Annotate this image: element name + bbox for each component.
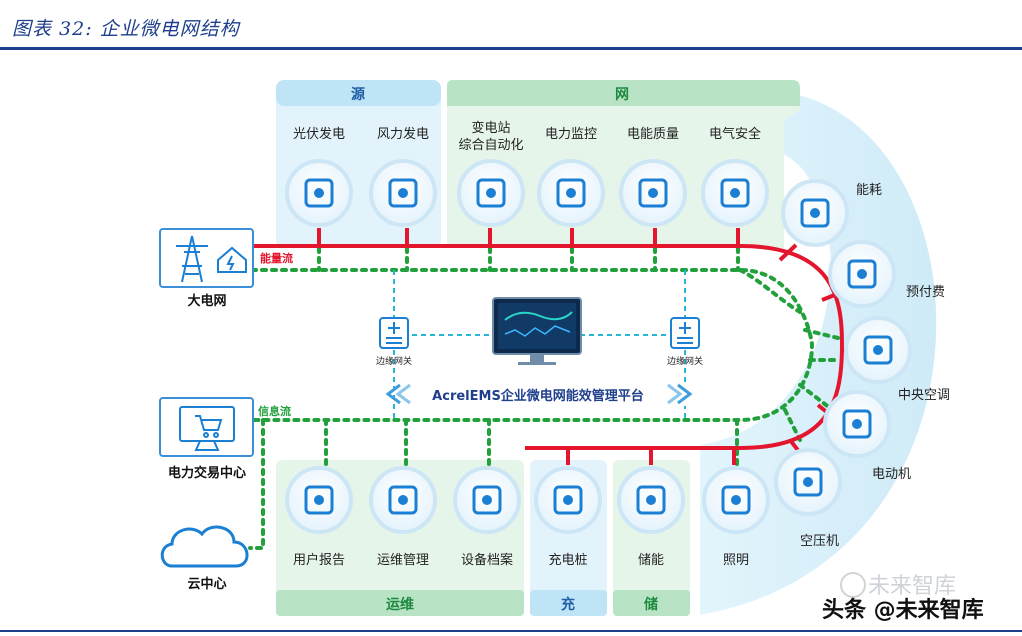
om-management-icon [388, 485, 418, 515]
prepaid-icon-dot [857, 269, 867, 279]
energy-flow-network [252, 228, 858, 465]
charging-pile-icon [553, 485, 583, 515]
gateway-links [393, 270, 686, 420]
energy-consumption-icon-dot [810, 208, 820, 218]
power-monitor-icon [556, 178, 586, 208]
info-flow-network [248, 246, 840, 550]
section-storage-label: 储 [643, 596, 658, 613]
figure-title: 图表 32: 企业微电网结构 [12, 18, 240, 40]
wind-turbine-icon-dot [398, 188, 408, 198]
node-substation-label-2: 综合自动化 [458, 138, 523, 153]
pv-icon-dot [314, 188, 324, 198]
electrical-safety-icon-dot [730, 188, 740, 198]
charging-pile-icon-dot [563, 495, 573, 505]
shopping-cart-icon [195, 415, 223, 438]
top-divider [0, 47, 1022, 50]
watermark-upper: 头条 @未来智库 [822, 598, 984, 623]
motor-icon-dot [852, 419, 862, 429]
section-charge-label: 充 [561, 596, 575, 613]
node-charging-pile-label: 充电桩 [548, 552, 587, 568]
user-report-icon-dot [314, 495, 324, 505]
node-electrical-safety-label: 电气安全 [709, 126, 761, 142]
section-grid-label: 网 [615, 87, 629, 103]
gateway-right-label: 边缘网关 [667, 355, 703, 367]
cloud-center-label: 云中心 [187, 576, 226, 592]
user-report-icon [304, 485, 334, 515]
gateway-left: 边缘网关 [376, 317, 412, 367]
lighting-icon [721, 485, 751, 515]
om-management-icon-dot [398, 495, 408, 505]
cloud-icon [160, 525, 249, 568]
motor-icon [842, 409, 872, 439]
trading-center-node: 电力交易中心 [159, 397, 254, 481]
cloud-center-node: 云中心 [160, 525, 249, 592]
node-wind-label: 风力发电 [377, 126, 429, 142]
node-archive-label: 设备档案 [461, 552, 513, 568]
node-compressor-label: 空压机 [800, 534, 839, 549]
node-prepaid-label: 预付费 [906, 285, 945, 300]
wind-turbine-icon [388, 178, 418, 208]
substation-icon-dot [486, 188, 496, 198]
compressor-icon [793, 467, 823, 497]
platform-label: AcrelEMS企业微电网能效管理平台 [432, 388, 644, 404]
energy-flow-label: 能量流 [260, 251, 293, 265]
archive-icon [472, 485, 502, 515]
info-flow-label: 信息流 [258, 404, 291, 418]
node-power-monitor-label: 电力监控 [545, 127, 597, 142]
node-storage-label: 储能 [638, 553, 664, 568]
watermark-lower: 未来智库 [868, 574, 957, 599]
monitor-icon [179, 406, 235, 442]
storage-battery-icon-dot [646, 495, 656, 505]
electrical-safety-icon [720, 178, 750, 208]
node-hvac-label: 中央空调 [898, 388, 950, 403]
hvac-icon [863, 335, 893, 365]
archive-icon-dot [482, 495, 492, 505]
main-grid-label: 大电网 [187, 293, 226, 309]
home-icon [217, 246, 247, 273]
prepaid-icon [847, 259, 877, 289]
node-motor-label: 电动机 [872, 467, 911, 482]
node-energy-label: 能耗 [856, 183, 882, 198]
node-lighting-label: 照明 [723, 553, 749, 568]
watermark-logo-icon [840, 572, 866, 598]
hvac-icon-dot [873, 345, 883, 355]
trading-center-label: 电力交易中心 [168, 465, 246, 481]
storage-battery-icon [636, 485, 666, 515]
node-power-quality-label: 电能质量 [627, 127, 679, 142]
power-tower-icon [176, 235, 208, 283]
gateway-right: 边缘网关 [667, 317, 703, 367]
platform-banner: AcrelEMS企业微电网能效管理平台 [385, 382, 693, 406]
substation-icon [476, 178, 506, 208]
node-user-report-label: 用户报告 [293, 552, 345, 568]
bottom-divider [0, 630, 1022, 632]
node-substation-label-1: 变电站 [471, 120, 510, 136]
section-ops-label: 运维 [386, 596, 414, 613]
power-monitor-icon-dot [566, 188, 576, 198]
node-om-management-label: 运维管理 [377, 553, 429, 568]
node-pv-label: 光伏发电 [293, 126, 345, 142]
power-quality-icon [638, 178, 668, 208]
energy-consumption-icon [800, 198, 830, 228]
pv-icon [304, 178, 334, 208]
lighting-icon-dot [731, 495, 741, 505]
gateway-left-label: 边缘网关 [376, 355, 412, 367]
ems-platform-monitor [492, 297, 582, 365]
compressor-icon-dot [803, 477, 813, 487]
section-source-label: 源 [351, 86, 365, 103]
power-quality-icon-dot [648, 188, 658, 198]
main-grid-node: 大电网 [159, 228, 254, 309]
